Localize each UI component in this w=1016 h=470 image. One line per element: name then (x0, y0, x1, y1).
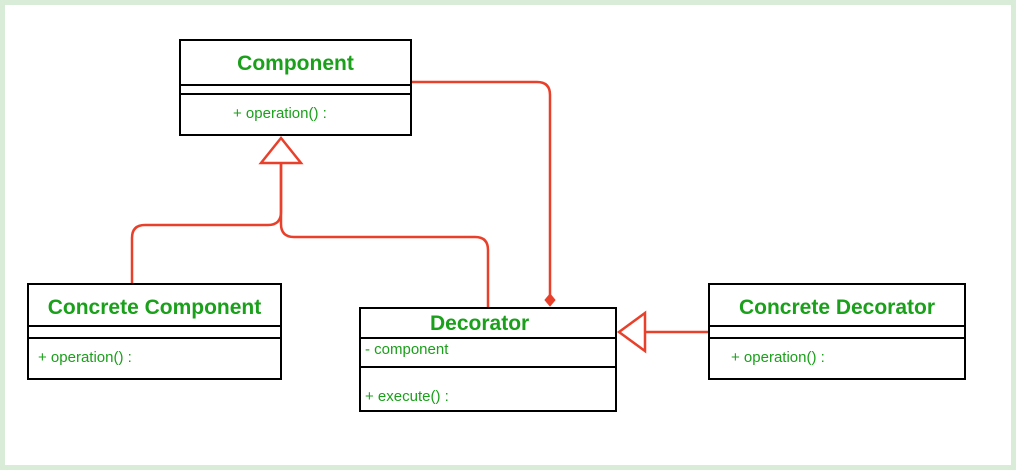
aggregation-diamond-icon (544, 293, 556, 307)
class-component[interactable]: Component + operation() : (179, 39, 412, 136)
class-concrete-component-divider-1 (29, 325, 280, 327)
generalization-arrowhead-component (258, 135, 304, 165)
class-concrete-decorator-divider-2 (710, 337, 964, 339)
class-concrete-decorator-name: Concrete Decorator (738, 296, 936, 319)
edge-component-to-decorator (411, 80, 552, 297)
class-concrete-component-name: Concrete Component (47, 296, 262, 319)
class-component-divider-2 (181, 93, 410, 95)
class-component-divider-1 (181, 84, 410, 86)
generalization-arrowhead-decorator (616, 310, 647, 354)
class-decorator-name: Decorator (430, 312, 530, 335)
class-decorator-attribute: - component (365, 341, 449, 358)
class-concrete-component-operation: + operation() : (38, 349, 132, 366)
class-concrete-component[interactable]: Concrete Component + operation() : (27, 283, 282, 380)
class-decorator-divider-1 (361, 337, 615, 339)
class-decorator-divider-2 (361, 366, 615, 368)
edge-concrete-component-to-component (130, 163, 283, 283)
class-concrete-decorator-divider-1 (710, 325, 964, 327)
class-component-name: Component (237, 52, 354, 75)
class-component-operation: + operation() : (233, 105, 327, 122)
class-concrete-component-divider-2 (29, 337, 280, 339)
class-concrete-decorator[interactable]: Concrete Decorator + operation() : (708, 283, 966, 380)
edge-decorator-to-component (279, 163, 490, 307)
class-concrete-decorator-operation: + operation() : (731, 349, 825, 366)
class-decorator-operation: + execute() : (365, 388, 449, 405)
class-decorator[interactable]: Decorator - component + execute() : (359, 307, 617, 412)
